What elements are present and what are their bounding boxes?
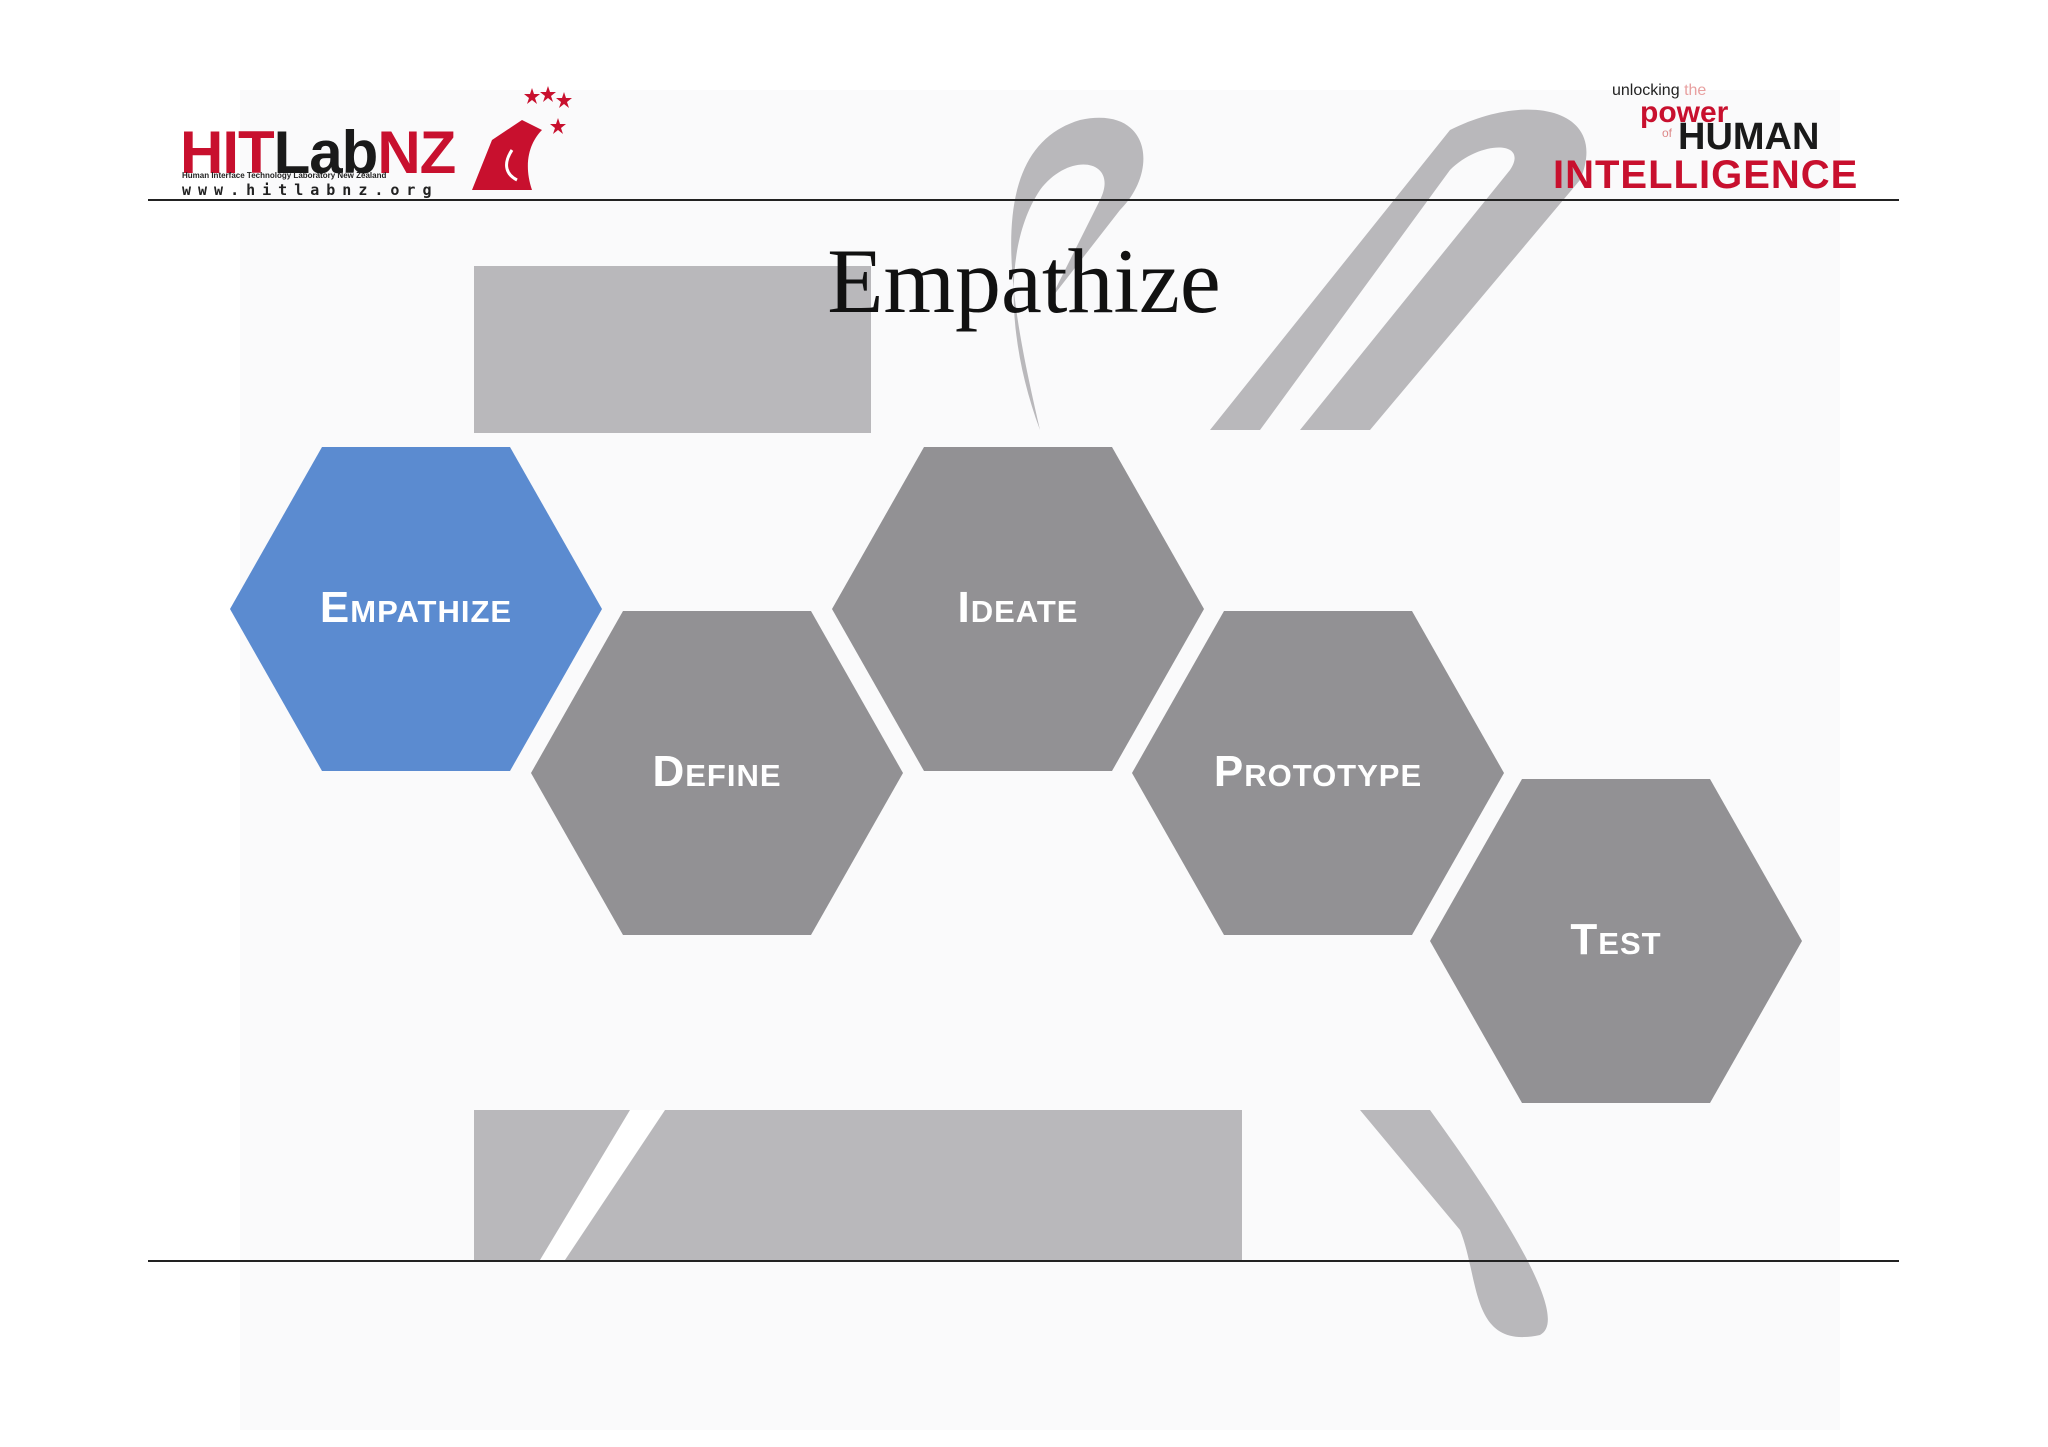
hexagon-define: Define [529,609,905,937]
logo-human: HUMAN [1678,116,1820,158]
kiwi-stars-icon [472,86,572,190]
hexagon-label: Prototype [1213,747,1423,796]
footer-divider [148,1260,1899,1262]
logo-url: www.hitlabnz.org [182,181,439,199]
hexagon-label: Test [1570,915,1662,964]
hexagon-empathize: Empathize [228,445,604,773]
hexagon-ideate: Ideate [830,445,1206,773]
hexagon-shape [230,447,602,771]
hexagon-test: Test [1428,777,1804,1105]
hexagon-label: Empathize [319,583,513,632]
human-intelligence-logo[interactable]: unlocking the power of HUMAN INTELLIGENC… [1540,78,1890,198]
logo-subtitle: Human Interface Technology Laboratory Ne… [182,171,387,180]
hexagon-prototype: Prototype [1130,609,1506,937]
logo-brand-hit: HIT [180,119,275,186]
logo-the-text: the [1684,82,1707,99]
logo-brand-nz: NZ [377,119,456,186]
logo-power: power [1640,96,1729,129]
logo-intelligence: INTELLIGENCE [1553,153,1859,197]
logo-brand: HITLabNZ [180,118,456,187]
hexagon-label: Ideate [957,583,1079,632]
hexagon-label: Define [652,747,782,796]
hexagon-shape [1430,779,1802,1103]
hexagon-shape [832,447,1204,771]
logo-unlocking: unlocking the [1612,82,1706,100]
page-title: Empathize [827,230,1221,332]
hexagon-shape [531,611,903,935]
logo-of: of [1662,126,1673,140]
logo-brand-lab: Lab [273,119,379,186]
header-divider [148,199,1899,201]
logo-unlocking-text: unlocking [1612,82,1680,99]
hitlabnz-logo[interactable]: HITLabNZ Human Interface Technology Labo… [180,80,600,200]
hexagon-shape [1132,611,1504,935]
